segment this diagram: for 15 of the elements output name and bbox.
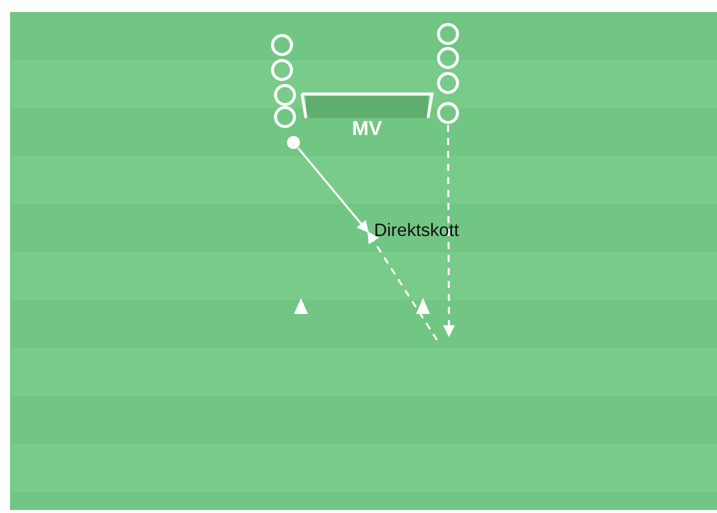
goalkeeper-label: MV	[351, 118, 383, 141]
player-circle	[271, 34, 293, 56]
drill-label: Direktskott	[374, 220, 460, 244]
player-circle	[437, 102, 459, 124]
arrow	[442, 125, 455, 338]
arrow	[298, 148, 369, 233]
player-circle	[271, 59, 293, 81]
player-circle	[437, 23, 459, 45]
cone-icon	[416, 298, 430, 314]
arrow	[367, 231, 438, 341]
player-circle	[274, 84, 296, 106]
player-circle	[437, 47, 459, 69]
player-circle	[437, 72, 459, 94]
cone-icon	[294, 298, 308, 314]
player-circle	[274, 106, 296, 128]
